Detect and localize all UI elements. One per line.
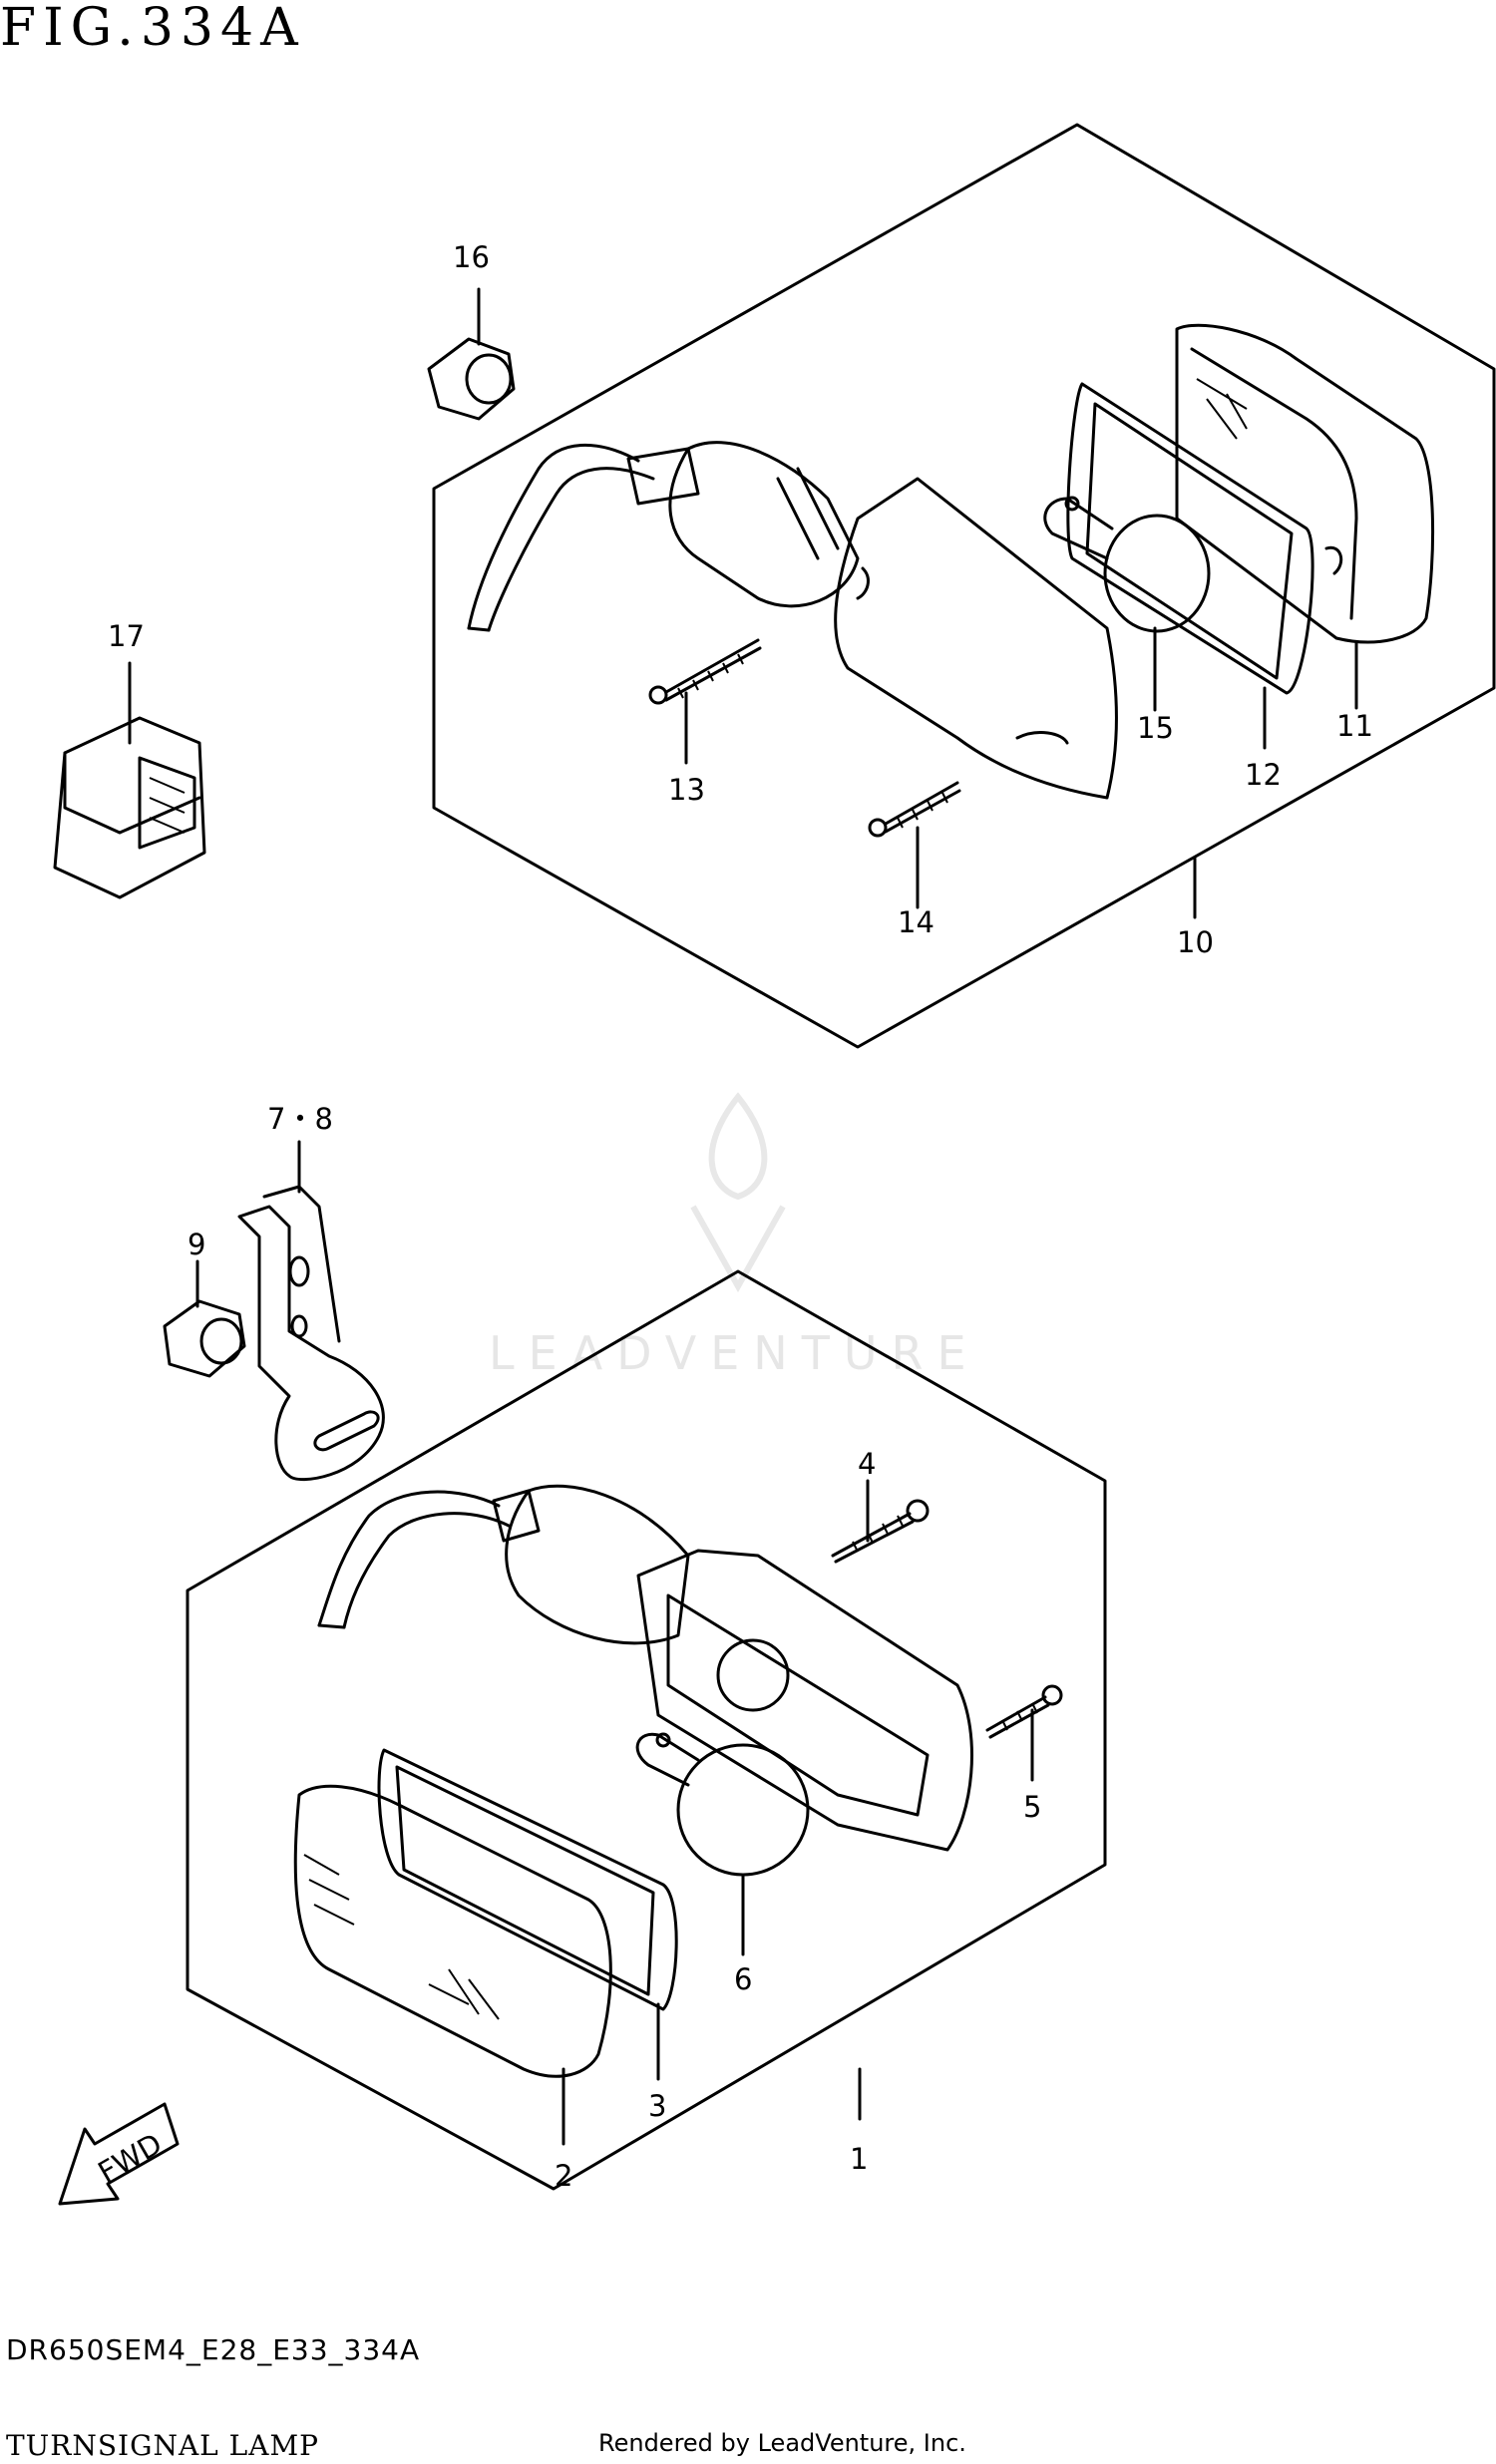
callout-12: 12 [1245, 758, 1282, 792]
callout-16: 16 [453, 240, 490, 274]
model-code: DR650SEM4_E28_E33_334A [6, 2333, 421, 2366]
upper-assembly-outline [432, 123, 1496, 1049]
callout-2: 2 [555, 2159, 572, 2193]
lower-gasket [377, 1748, 678, 2011]
callout-3: 3 [648, 2089, 666, 2123]
callout-5: 5 [1023, 1790, 1041, 1824]
leader-lines [128, 287, 1358, 2146]
screw-4 [831, 1499, 930, 1564]
lower-assembly-outline [186, 1269, 1107, 2191]
nut-16 [427, 337, 516, 421]
upper-turn-signal-body [467, 441, 1118, 800]
callout-9: 9 [187, 1228, 205, 1261]
callout-11: 11 [1336, 709, 1373, 743]
fwd-arrow-label: FWD [92, 2126, 168, 2189]
callout-10: 10 [1177, 925, 1214, 959]
nut-9 [163, 1299, 246, 1378]
upper-lens [1175, 323, 1435, 644]
lower-lens [293, 1784, 612, 2078]
callout-4: 4 [858, 1447, 876, 1481]
fwd-arrow: FWD [58, 2102, 180, 2206]
connector-17 [53, 716, 206, 899]
callout-1: 1 [850, 2142, 868, 2176]
watermark-logo [690, 1092, 786, 1293]
upper-bulb [1043, 496, 1211, 633]
callout-14: 14 [898, 905, 935, 939]
rendered-by-credit: Rendered by LeadVenture, Inc. [598, 2429, 966, 2457]
callout-7-8: 7・8 [267, 1102, 333, 1136]
callout-15: 15 [1137, 711, 1174, 745]
callout-13: 13 [668, 773, 705, 807]
upper-gasket [1066, 382, 1314, 695]
figure-title: FIG.334A [0, 0, 305, 58]
screw-13 [648, 638, 762, 705]
callout-6: 6 [734, 1962, 752, 1996]
screw-5 [985, 1684, 1063, 1739]
diagram-description: TURNSIGNAL LAMP [6, 2429, 320, 2462]
callout-17: 17 [108, 619, 145, 653]
screw-14 [868, 781, 961, 838]
lower-turn-signal-body [317, 1484, 973, 1852]
bracket-7-8 [237, 1185, 385, 1482]
